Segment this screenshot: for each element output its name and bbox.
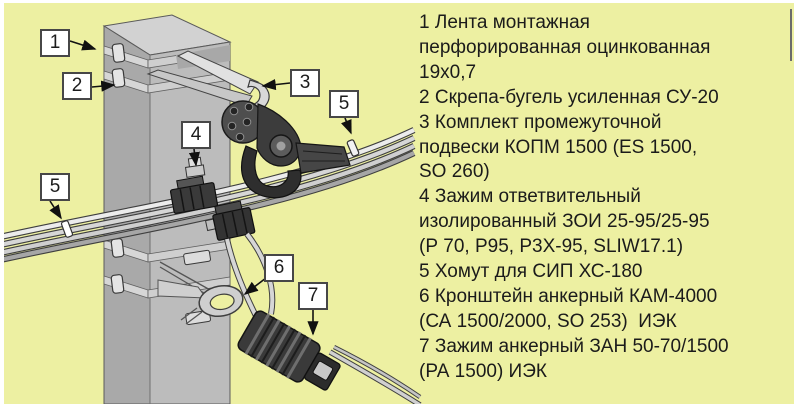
legend-line-3: 19х0,7	[419, 61, 477, 83]
legend-line-7: SO 260)	[419, 161, 490, 183]
cable-tie-left	[60, 220, 74, 238]
band-buckle	[110, 274, 125, 294]
band-buckle	[110, 238, 125, 258]
callout-box-7: 7	[298, 282, 328, 310]
legend-line-13: (СА 1500/2000, SO 253) ИЭК	[419, 310, 677, 332]
legend-line-2: перфорированная оцинкованная	[419, 36, 711, 58]
cable-tie-right	[346, 139, 360, 157]
band-clip	[183, 249, 211, 266]
anchor-bracket-eye	[157, 261, 244, 325]
branch-connector	[204, 200, 256, 241]
page-margin-top	[0, 0, 800, 3]
legend-line-1: 1 Лента монтажная	[419, 12, 590, 33]
legend-line-6: подвески КОПМ 1500 (ES 1500,	[419, 136, 698, 158]
legend-line-12: 6 Кронштейн анкерный КАМ-4000	[419, 285, 718, 307]
callout-box-3: 3	[290, 69, 320, 97]
anchor-clamp	[237, 310, 341, 391]
legend-line-5: 3 Комплект промежуточной	[419, 111, 662, 133]
legend-line-10: (Р 70, Р95, Р3Х-95, SLIW17.1)	[419, 236, 684, 258]
piercing-connector	[169, 156, 219, 214]
page-margin-right	[794, 0, 800, 408]
page-margin-bottom	[0, 404, 800, 408]
callout-box-1: 1	[40, 29, 70, 57]
callout-box-4: 4	[181, 121, 211, 149]
band-buckle	[111, 43, 126, 63]
callout-box-2: 2	[62, 72, 92, 100]
legend-line-14: 7 Зажим анкерный ЗАН 50-70/1500	[419, 335, 729, 357]
callout-box-5-top: 5	[329, 90, 359, 118]
legend-line-4: 2 Скрепа-бугель усиленная СУ-20	[419, 86, 719, 108]
suspension-clamp	[221, 100, 302, 167]
callout-box-5-left: 5	[40, 173, 70, 201]
legend-line-15: (РА 1500) ИЭК	[419, 360, 547, 382]
scan-edge-line	[790, 9, 792, 61]
legend-line-11: 5 Хомут для СИП ХС-180	[419, 261, 643, 283]
suspension-clamp-jaw	[241, 142, 351, 199]
legend-line-8: 4 Зажим ответвительный	[419, 186, 641, 208]
page-margin-left	[0, 0, 4, 408]
callout-arrows	[49, 39, 352, 336]
legend: 1 Лента монтажная перфорированная оцинко…	[419, 11, 793, 385]
anchor-exit-cable	[328, 344, 422, 408]
legend-line-9: изолированный ЗОИ 25-95/25-95	[419, 211, 710, 233]
callout-box-6: 6	[264, 254, 294, 282]
